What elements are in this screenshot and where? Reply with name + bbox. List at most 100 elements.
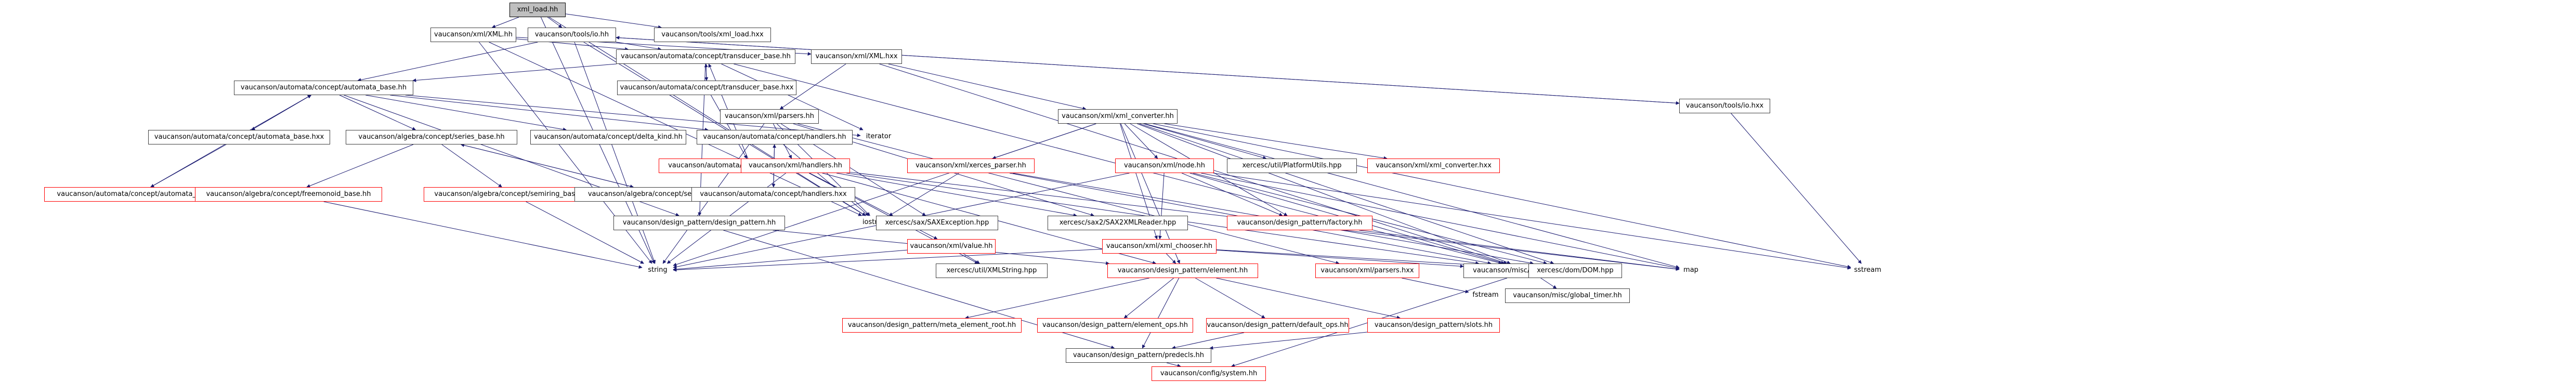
graph-node-autobasehxx[interactable]: vaucanson/automata/concept/automata_base… [148, 130, 330, 144]
edge-autobasehh-to-handlershh [390, 95, 709, 131]
edge-xmlhandlers-to-sax2reader [836, 173, 1077, 217]
edge-transbasehh-to-iterator [721, 63, 864, 130]
edge-xmlconvhh-to-xmlconvhxx [1164, 123, 1388, 160]
graph-node-designpattern[interactable]: vaucanson/design_pattern/design_pattern.… [613, 216, 785, 230]
graph-node-globaltimer[interactable]: vaucanson/misc/global_timer.hh [1505, 288, 1630, 303]
graph-node-sax2reader[interactable]: xercesc/sax2/SAX2XMLReader.hpp [1048, 216, 1188, 230]
edge-transbasehxx-to-transbasehh [704, 63, 708, 81]
edge-seriesbasehxx-to-seriesbasehh [460, 143, 634, 188]
edge-element-to-defaultops [1195, 278, 1265, 319]
edge-iohh-to-autobasehh [357, 42, 538, 82]
graph-node-transbasehxx[interactable]: vaucanson/automata/concept/transducer_ba… [617, 81, 796, 95]
edge-autobasehh-to-seriesbasehh [339, 95, 416, 130]
graph-node-iohxx[interactable]: vaucanson/tools/io.hxx [1679, 99, 1770, 113]
edge-xmlhxx-to-xmlconvhh [888, 63, 1087, 111]
graph-node-xmlnode[interactable]: vaucanson/xml/node.hh [1115, 159, 1214, 173]
graph-node-xmlvalue[interactable]: vaucanson/xml/value.hh [907, 239, 996, 254]
edge-parsershh-to-parsershxx [797, 123, 1340, 265]
edge-transbasehh-to-autobasehh [412, 63, 617, 82]
graph-node-autobasehh[interactable]: vaucanson/automata/concept/automata_base… [234, 81, 413, 95]
graph-node-xmlconvhh[interactable]: vaucanson/xml/xml_converter.hh [1058, 109, 1178, 124]
graph-node-metaelement[interactable]: vaucanson/design_pattern/meta_element_ro… [842, 318, 1022, 333]
edge-xmlhh-to-iostream [489, 42, 862, 216]
graph-node-transbasehh[interactable]: vaucanson/automata/concept/transducer_ba… [616, 49, 795, 64]
graph-node-iohh[interactable]: vaucanson/tools/io.hh [528, 28, 616, 42]
edge-iohh-to-string [574, 42, 656, 264]
edge-xmlconvhh-to-sstream [1153, 123, 1851, 269]
graph-node-parsershxx[interactable]: vaucanson/xml/parsers.hxx [1315, 264, 1419, 278]
graph-node-element[interactable]: vaucanson/design_pattern/element.hh [1107, 264, 1258, 278]
edge-xmlchooser-to-element [1166, 253, 1176, 264]
edge-root-to-iohh [547, 17, 563, 28]
edge-xmlchooser-to-usualmacros [1216, 249, 1464, 268]
edge-xmlconvhh-to-usualmacros [1137, 123, 1511, 265]
graph-node-xmlhandlers[interactable]: vaucanson/xml/handlers.hh [741, 159, 850, 173]
edge-element-to-metaelement [965, 278, 1149, 320]
graph-node-platformutils[interactable]: xercesc/util/PlatformUtils.hpp [1227, 159, 1357, 173]
graph-node-elementops[interactable]: vaucanson/design_pattern/element_ops.hh [1037, 318, 1193, 333]
graph-node-xmlhh[interactable]: vaucanson/xml/XML.hh [430, 28, 516, 42]
edge-xmlconvhh-to-domhpp [1139, 123, 1554, 265]
edge-iohxx-to-sstream [1731, 113, 1862, 264]
graph-node-defaultops[interactable]: vaucanson/design_pattern/default_ops.hh [1206, 318, 1349, 333]
graph-node-string: string [648, 266, 668, 274]
graph-node-fstream: fstream [1472, 291, 1499, 299]
edge-freemonoid-to-string [323, 201, 643, 269]
edge-xmlvalue-to-string [673, 249, 908, 271]
edge-root-to-iostream [549, 17, 866, 216]
edge-xmlconvhh-to-string [673, 123, 1096, 267]
edge-xmlsaxparser-to-iostream [888, 173, 959, 216]
edge-iohxx-to-iohh [616, 36, 1680, 104]
graph-node-xmlconvhxx[interactable]: vaucanson/xml/xml_converter.hxx [1367, 159, 1500, 173]
graph-node-semiring[interactable]: vaucanson/algebra/concept/semiring_base.… [424, 187, 600, 202]
graph-node-handlershxx[interactable]: vaucanson/automata/concept/handlers.hxx [691, 187, 855, 202]
graph-node-seriesbasehh[interactable]: vaucanson/algebra/concept/series_base.hh [346, 130, 517, 144]
edge-iohh-to-transbasehh [616, 42, 662, 51]
edge-defaultops-to-predecls [1171, 332, 1245, 350]
edge-xmlnode-to-sstream [1213, 173, 1851, 270]
graph-node-saxexc[interactable]: xercesc/sax/SAXException.hpp [876, 216, 998, 230]
edge-factory-to-map [1359, 230, 1680, 271]
edge-slots-to-predecls [1209, 332, 1368, 350]
graph-node-slots[interactable]: vaucanson/design_pattern/slots.hh [1367, 318, 1500, 333]
edge-element-to-predecls [1142, 278, 1180, 349]
edge-element-to-elementops [1123, 278, 1174, 319]
edge-root-to-xmlloadhxx [565, 14, 662, 29]
graph-node-deltakind[interactable]: vaucanson/automata/concept/delta_kind.hh [530, 130, 686, 144]
graph-node-freemonoid[interactable]: vaucanson/algebra/concept/freemonoid_bas… [195, 187, 382, 202]
graph-node-predecls[interactable]: vaucanson/design_pattern/predecls.hh [1066, 348, 1211, 363]
edge-xmlvalue-to-xmlstring [963, 253, 980, 264]
graph-node-xmlchooser[interactable]: vaucanson/xml/xml_chooser.hh [1102, 239, 1217, 254]
graph-node-root[interactable]: xml_load.hh [509, 3, 566, 17]
edge-semiring-to-string [526, 201, 644, 264]
edge-autobasehh-to-deltakind [365, 95, 567, 131]
edge-xmlconvhh-to-platformutils [1143, 123, 1267, 160]
edge-transbasehxx-to-transops [710, 95, 748, 159]
edge-usualmacros-to-globaltimer [1540, 278, 1557, 289]
edge-iohh-to-iostream [583, 42, 866, 216]
graph-node-domhpp[interactable]: xercesc/dom/DOM.hpp [1528, 264, 1622, 278]
edge-seriesbasehh-to-freemonoid [306, 144, 414, 188]
graph-node-factory[interactable]: vaucanson/design_pattern/factory.hh [1227, 216, 1372, 230]
graph-node-iterator: iterator [866, 133, 892, 140]
graph-node-xmlstring[interactable]: xercesc/util/XMLString.hpp [936, 264, 1048, 278]
graph-node-parsershh[interactable]: vaucanson/xml/parsers.hh [720, 109, 819, 124]
edge-parsershxx-to-fstream [1402, 278, 1469, 294]
graph-node-xmlhxx[interactable]: vaucanson/xml/XML.hxx [811, 49, 902, 64]
graph-node-map: map [1683, 266, 1698, 274]
graph-node-xmlsaxparser[interactable]: vaucanson/xml/xerces_parser.hh [907, 159, 1035, 173]
graph-node-sstream: sstream [1854, 266, 1881, 274]
edge-root-to-xmlhh [491, 17, 519, 28]
graph-node-system[interactable]: vaucanson/config/system.hh [1152, 366, 1266, 381]
edge-xmlnode-to-map [1201, 173, 1680, 270]
edge-xmlnode-to-factory [1181, 173, 1283, 216]
edge-predecls-to-system [1166, 362, 1181, 367]
edge-xmlhxx-to-parsershh [779, 63, 846, 110]
edge-xmlchooser-to-string [673, 248, 1103, 272]
graph-node-handlershh[interactable]: vaucanson/automata/concept/handlers.hh [697, 130, 853, 144]
edge-seriesbasehh-to-semiring [441, 144, 502, 188]
graph-node-xmlloadhxx[interactable]: vaucanson/tools/xml_load.hxx [654, 28, 771, 42]
edge-handlershh-to-iostream [783, 144, 869, 216]
edge-xmlconvhh-to-map [1144, 123, 1680, 269]
